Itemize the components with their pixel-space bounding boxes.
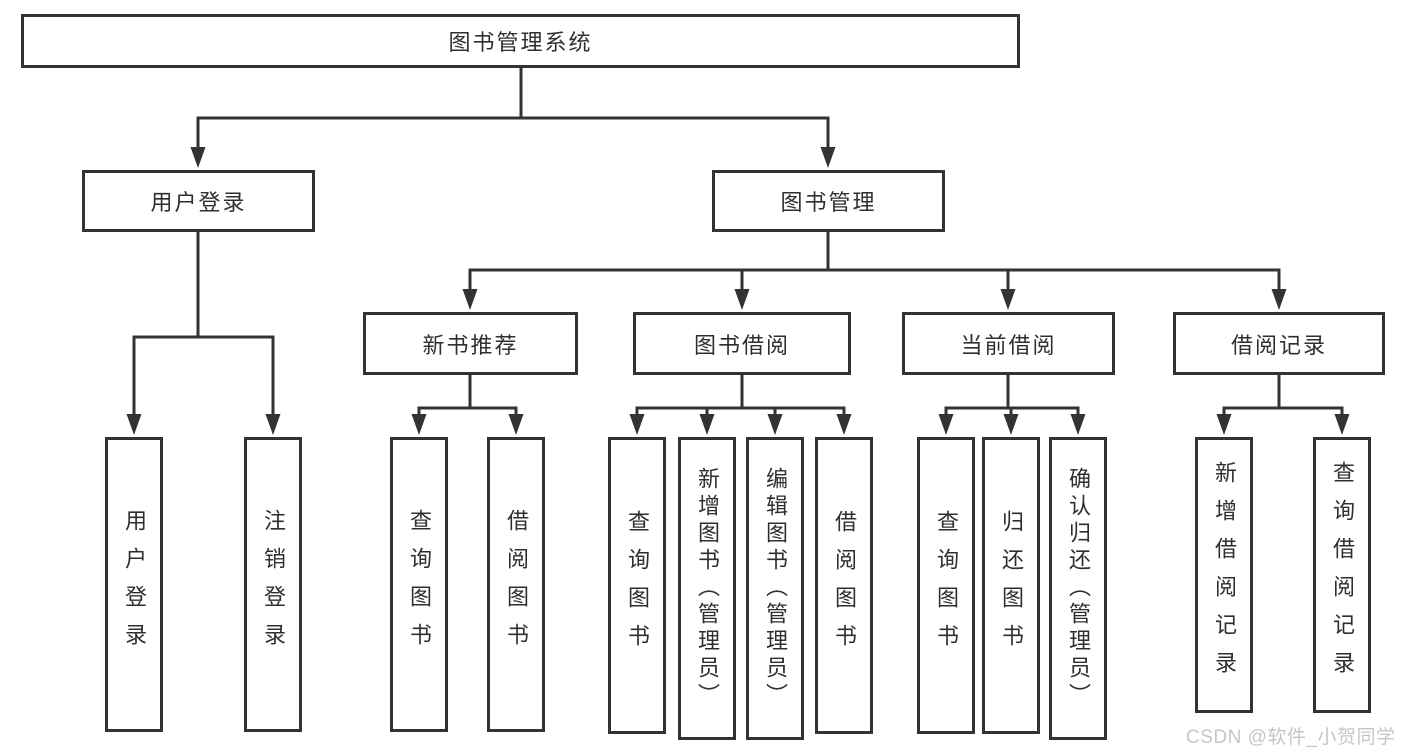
node-user-login: 用户登录 bbox=[82, 170, 315, 232]
node-leaf-query-books: 查询图书 bbox=[390, 437, 448, 732]
node-current-borrow: 当前借阅 bbox=[902, 312, 1115, 375]
node-library-system: 图书管理系统 bbox=[21, 14, 1020, 68]
leaf-label: 查询图书 bbox=[934, 509, 959, 662]
node-leaf-confirm-return-admin: 确认归还（管理员） bbox=[1049, 437, 1107, 740]
node-user-login-label: 用户登录 bbox=[150, 190, 247, 215]
csdn-watermark: CSDN @软件_小贺同学 bbox=[1186, 727, 1396, 747]
leaf-label: 确认归还（管理员） bbox=[1066, 467, 1091, 710]
node-leaf-add-book-admin: 新增图书（管理员） bbox=[678, 437, 736, 740]
node-leaf-borrow-books-2: 借阅图书 bbox=[815, 437, 873, 734]
leaf-label: 查询图书 bbox=[625, 509, 650, 662]
leaf-label: 查询图书 bbox=[407, 508, 432, 661]
node-library-system-label: 图书管理系统 bbox=[448, 30, 593, 55]
node-book-management-label: 图书管理 bbox=[780, 190, 877, 215]
node-leaf-borrow-books: 借阅图书 bbox=[487, 437, 545, 732]
node-leaf-return-books: 归还图书 bbox=[982, 437, 1040, 734]
node-leaf-query-borrow-record: 查询借阅记录 bbox=[1313, 437, 1371, 713]
node-leaf-logout: 注销登录 bbox=[244, 437, 302, 732]
leaf-label: 注销登录 bbox=[261, 508, 286, 661]
leaf-label: 借阅图书 bbox=[832, 509, 857, 662]
node-leaf-edit-book-admin: 编辑图书（管理员） bbox=[746, 437, 804, 740]
leaf-label: 借阅图书 bbox=[504, 508, 529, 661]
node-leaf-user-login: 用户登录 bbox=[105, 437, 163, 732]
leaf-label: 查询借阅记录 bbox=[1330, 461, 1355, 689]
node-book-borrow-label: 图书借阅 bbox=[693, 332, 790, 358]
node-leaf-query-books-2: 查询图书 bbox=[608, 437, 666, 734]
node-borrow-records-label: 借阅记录 bbox=[1230, 332, 1327, 358]
node-leaf-query-books-3: 查询图书 bbox=[917, 437, 975, 734]
leaf-label: 用户登录 bbox=[122, 508, 147, 661]
leaf-label: 新增图书（管理员） bbox=[695, 467, 720, 710]
leaf-label: 新增借阅记录 bbox=[1212, 461, 1237, 689]
node-leaf-add-borrow-record: 新增借阅记录 bbox=[1195, 437, 1253, 713]
leaf-label: 归还图书 bbox=[999, 509, 1024, 662]
node-current-borrow-label: 当前借阅 bbox=[960, 332, 1057, 358]
node-book-borrow: 图书借阅 bbox=[633, 312, 851, 375]
node-new-book-recommend-label: 新书推荐 bbox=[422, 332, 519, 358]
node-book-management: 图书管理 bbox=[712, 170, 945, 232]
leaf-label: 编辑图书（管理员） bbox=[763, 467, 788, 710]
node-borrow-records: 借阅记录 bbox=[1173, 312, 1385, 375]
node-new-book-recommend: 新书推荐 bbox=[363, 312, 578, 375]
